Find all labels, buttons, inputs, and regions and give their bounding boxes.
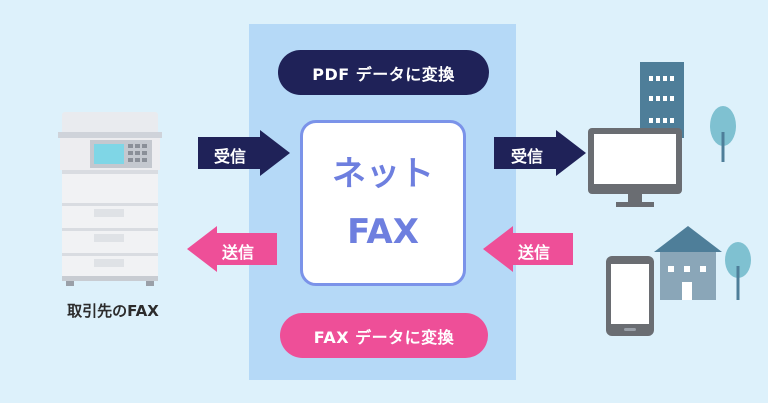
partner-fax-caption: 取引先のFAX [67, 302, 159, 320]
tree-icon [710, 106, 736, 162]
house-icon [654, 226, 751, 300]
receive-label-right: 受信 [511, 147, 544, 166]
receive-label-left: 受信 [214, 147, 247, 166]
send-label-left: 送信 [222, 243, 255, 262]
fax-conversion-label: FAX データに変換 [280, 313, 488, 358]
net-fax-title-line1: ネット [332, 154, 434, 194]
receive-arrow-right-icon [494, 130, 586, 176]
send-arrow-right-icon [483, 226, 573, 272]
receive-arrow-left-icon [198, 130, 290, 176]
desktop-computer-icon [588, 128, 682, 207]
fax-machine-icon [58, 112, 162, 286]
net-fax-box: ネット FAX [300, 120, 466, 286]
office-building-icon [640, 62, 684, 138]
pdf-conversion-label: PDF データに変換 [278, 50, 489, 95]
smartphone-icon [606, 256, 654, 336]
send-arrow-left-icon [187, 226, 277, 272]
send-label-right: 送信 [518, 243, 551, 262]
net-fax-title-line2: FAX [347, 212, 419, 252]
